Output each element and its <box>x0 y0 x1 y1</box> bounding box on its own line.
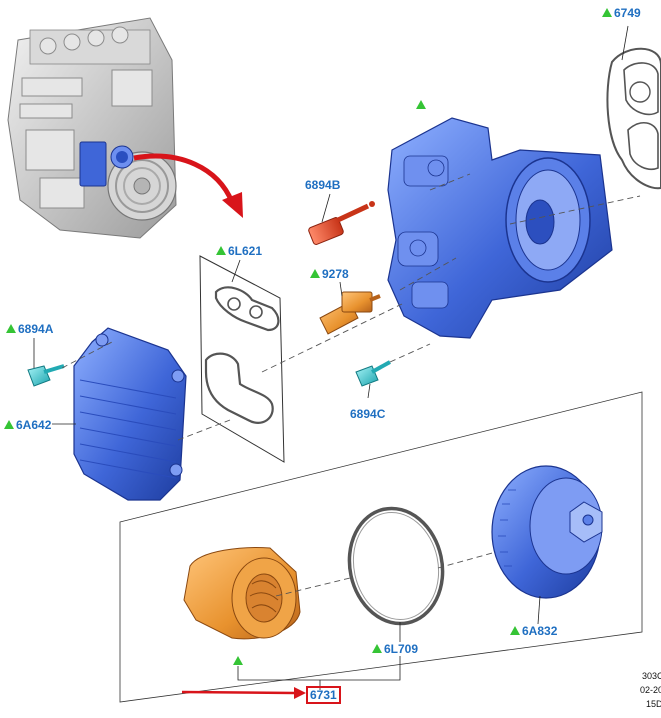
engine-overview <box>7 17 177 239</box>
part-label-6894B[interactable]: 6894B <box>305 178 341 192</box>
alignment-lines <box>61 173 641 597</box>
sensor-6894B <box>308 201 375 245</box>
ref-code-line2: 02-20 <box>640 685 661 695</box>
bolt-6894A <box>27 364 65 387</box>
sensor-9278 <box>319 291 381 335</box>
oil-cooler-6A642 <box>73 327 187 501</box>
part-label-6A832[interactable]: 6A832 <box>510 624 557 638</box>
part-label-6731[interactable]: 6731 <box>306 686 341 704</box>
part-label-6A642[interactable]: 6A642 <box>4 418 51 432</box>
ref-code-line1: 303C <box>642 671 661 681</box>
part-label-6894C[interactable]: 6894C <box>350 407 386 421</box>
update-marker-icon <box>6 324 16 334</box>
update-marker-icon <box>216 246 226 256</box>
gasket-6749 <box>606 47 661 190</box>
ref-code-line3: 15D <box>646 699 661 709</box>
update-marker-icon <box>4 420 14 430</box>
red-curved-arrow <box>133 153 243 218</box>
update-marker-icon <box>602 8 612 18</box>
red-pointer-arrow <box>181 687 306 699</box>
o-ring-6L709 <box>347 506 445 626</box>
update-marker-icon <box>310 269 320 279</box>
bolt-6894C <box>355 360 391 387</box>
update-marker-icon <box>416 100 426 109</box>
oil-filter-housing <box>387 117 613 339</box>
update-marker-icon <box>510 626 520 636</box>
gasket-6L621 <box>199 255 285 463</box>
lower-group-frame <box>119 391 643 703</box>
update-marker-icon <box>233 656 243 665</box>
part-label-6L621[interactable]: 6L621 <box>216 244 262 258</box>
update-marker-icon <box>372 644 382 654</box>
part-label-9278[interactable]: 9278 <box>310 267 349 281</box>
filter-element-6731 <box>183 547 301 640</box>
part-label-6L709[interactable]: 6L709 <box>372 642 418 656</box>
leader-lines <box>33 25 629 690</box>
part-label-6749[interactable]: 6749 <box>602 6 641 20</box>
part-label-6894A[interactable]: 6894A <box>6 322 53 336</box>
filter-cap-6A832 <box>491 465 603 599</box>
